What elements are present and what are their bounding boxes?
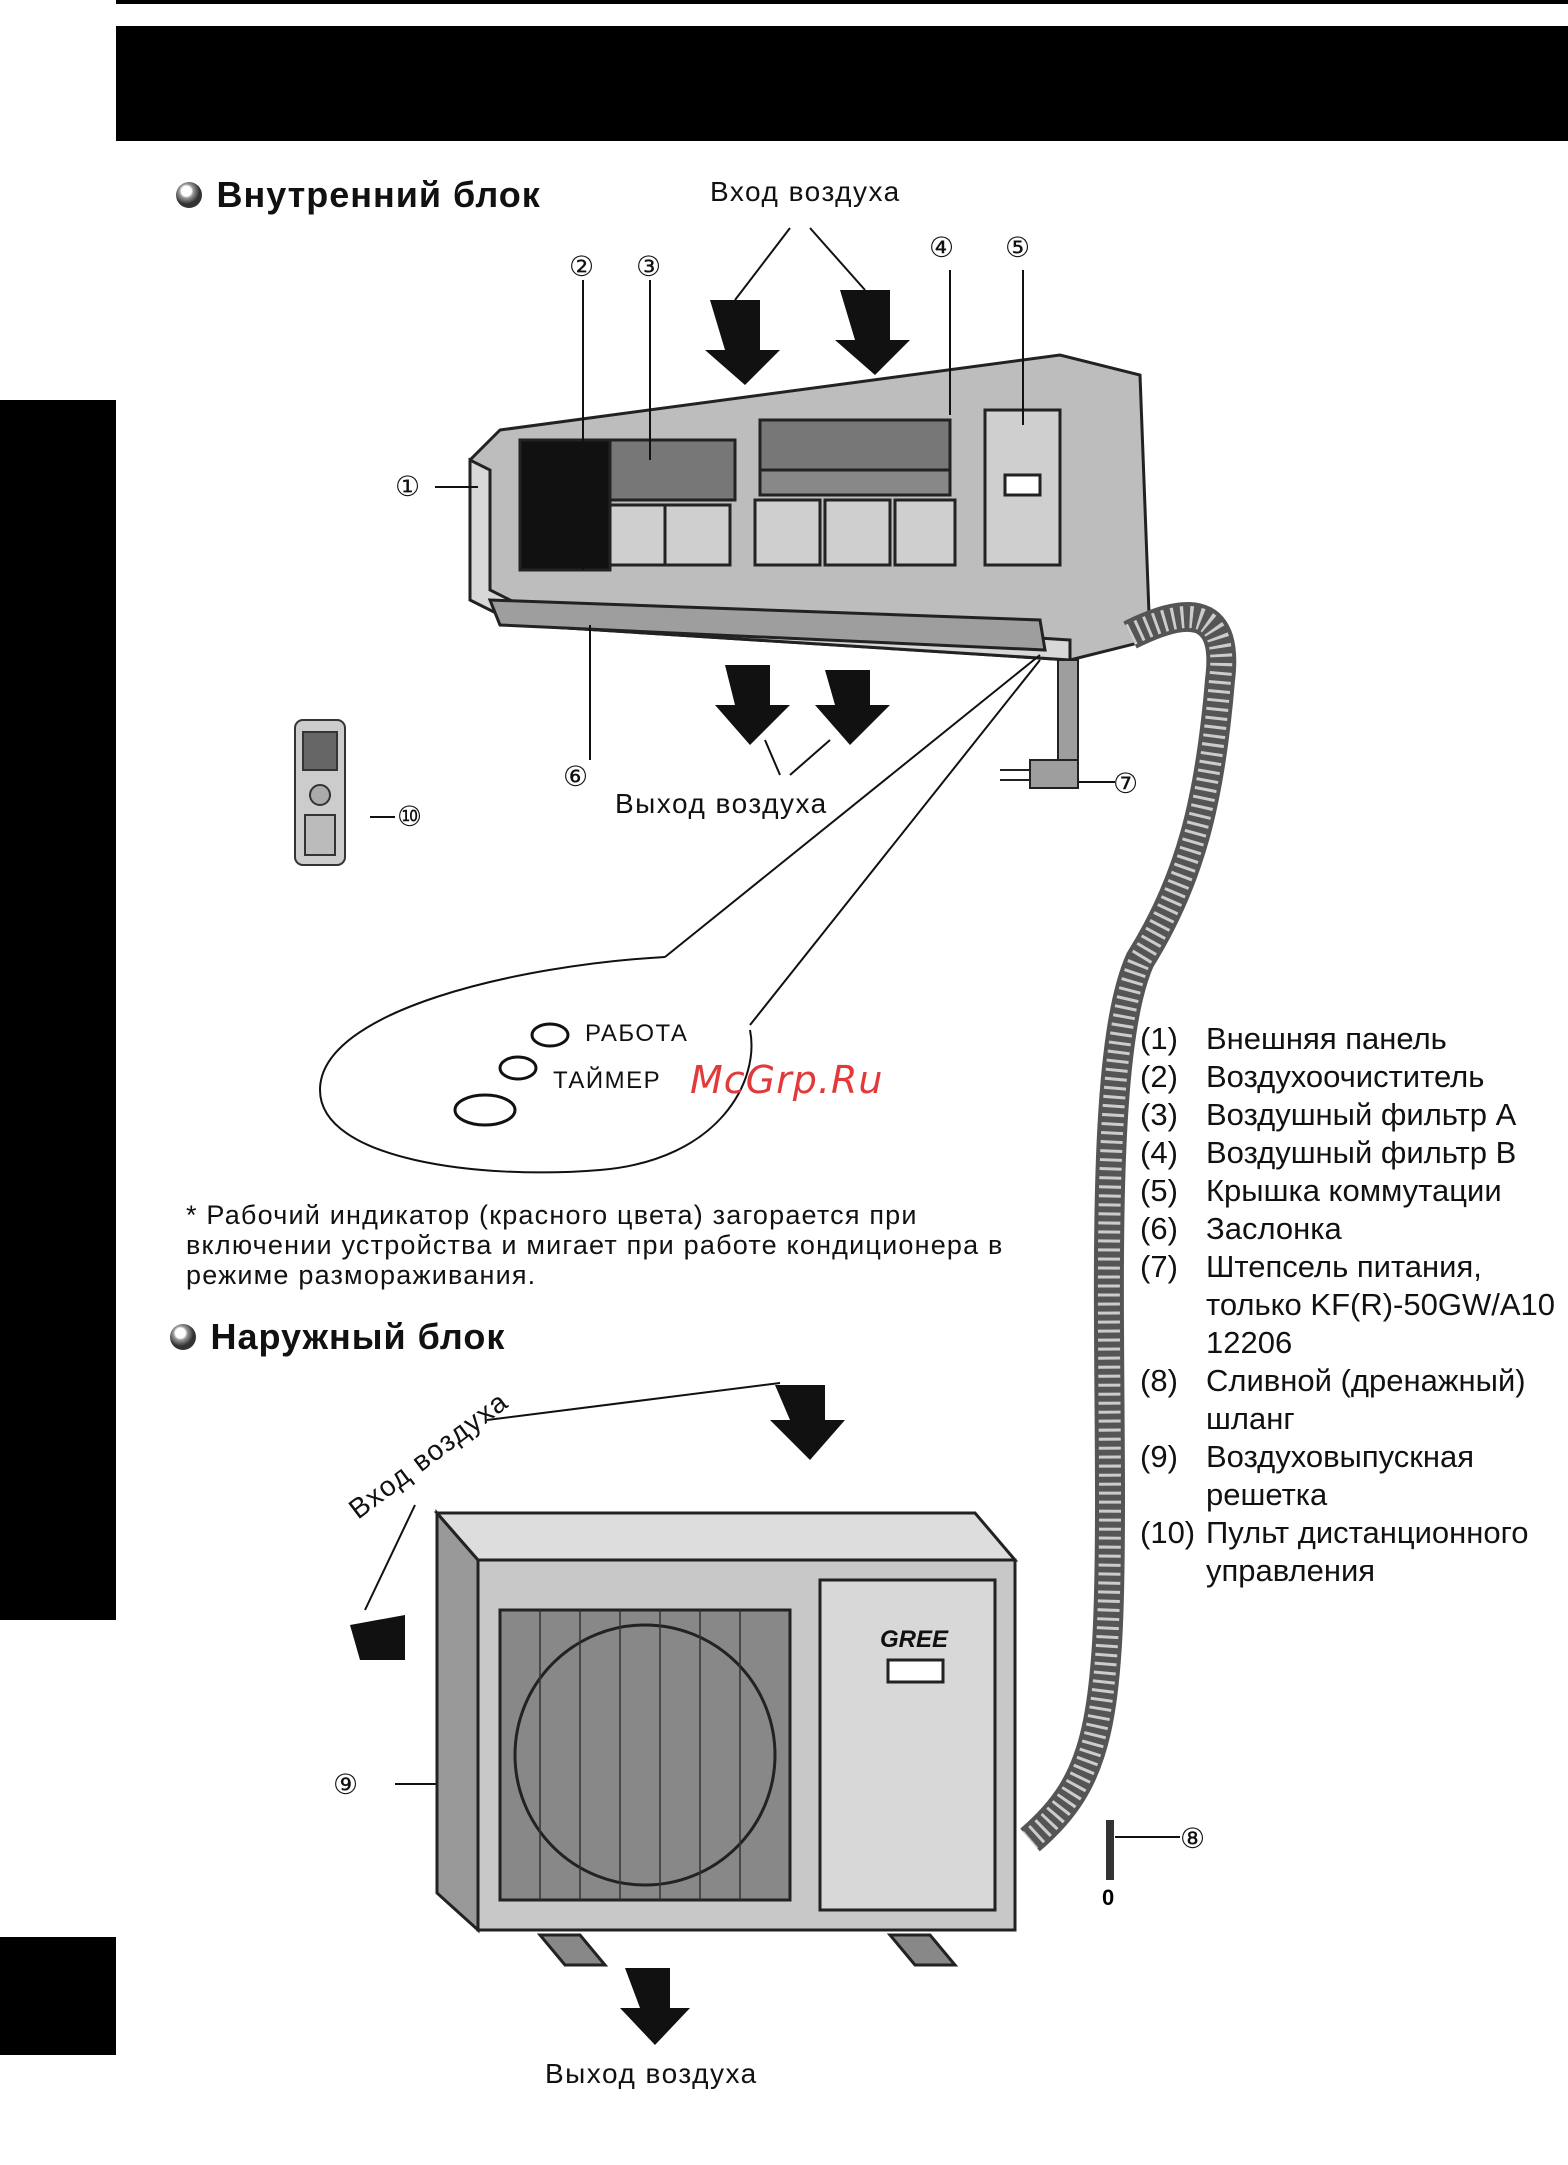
air-in-arrows (705, 290, 910, 385)
bullet-icon (176, 182, 202, 208)
outdoor-title: Наружный блок (210, 1316, 506, 1357)
power-plug (1000, 659, 1079, 789)
callout-9: ⑨ (333, 1768, 359, 1801)
side-tab-bottom (0, 1937, 116, 2055)
callout-7: ⑦ (1113, 767, 1139, 800)
callout-10: ⑩ (397, 800, 423, 833)
legend-item: (10)Пульт дистанционного управления (1140, 1515, 1529, 1588)
indicator-run-label: РАБОТА (585, 1020, 689, 1047)
side-tab (0, 400, 116, 1620)
legend-item: (6)Заслонка (1140, 1211, 1342, 1246)
callout-4: ④ (929, 231, 955, 264)
air-out-arrows (715, 665, 890, 745)
legend-item: (9)Воздуховыпускная решетка (1140, 1439, 1474, 1512)
remote-control-icon (294, 719, 346, 866)
callout-2: ② (569, 250, 595, 283)
parts-legend: (1)Внешняя панель (2)Воздухоочиститель (… (1140, 1020, 1568, 1590)
outdoor-section-heading: Наружный блок (170, 1316, 505, 1358)
callout-6: ⑥ (563, 760, 589, 793)
legend-item: (8)Сливной (дренажный) шланг (1140, 1363, 1526, 1436)
indoor-title: Внутренний блок (216, 174, 541, 215)
callout-5: ⑤ (1005, 231, 1031, 264)
outdoor-airflow-arrows (350, 1385, 845, 2045)
indoor-section-heading: Внутренний блок (176, 174, 541, 216)
callout-3: ③ (636, 250, 662, 283)
svg-text:0: 0 (1102, 1885, 1114, 1910)
header-rule (116, 0, 1568, 4)
indicator-note: * Рабочий индикатор (красного цвета) заг… (186, 1200, 1004, 1290)
legend-item: (5)Крышка коммутации (1140, 1173, 1502, 1208)
outdoor-unit (433, 1508, 1019, 1967)
legend-item: (4)Воздушный фильтр В (1140, 1135, 1517, 1170)
callout-1: ① (395, 470, 421, 503)
callout-8: ⑧ (1180, 1822, 1206, 1855)
bullet-icon (170, 1324, 196, 1350)
header-bar (116, 26, 1568, 141)
outdoor-air-out-label: Выход воздуха (545, 2058, 758, 2089)
legend-item: (3)Воздушный фильтр А (1140, 1097, 1517, 1132)
legend-item: (2)Воздухоочиститель (1140, 1059, 1485, 1094)
watermark: McGrp.Ru (690, 1058, 884, 1102)
air-in-label: Вход воздуха (710, 176, 901, 207)
brand-logo: GREE (880, 1626, 949, 1653)
legend-item: (1)Внешняя панель (1140, 1021, 1447, 1056)
legend-item: (7)Штепсель питания, только KF(R)-50GW/A… (1140, 1249, 1556, 1360)
indicator-timer-label: ТАЙМЕР (553, 1067, 662, 1094)
air-out-label: Выход воздуха (615, 788, 828, 819)
indoor-unit (468, 353, 1152, 662)
